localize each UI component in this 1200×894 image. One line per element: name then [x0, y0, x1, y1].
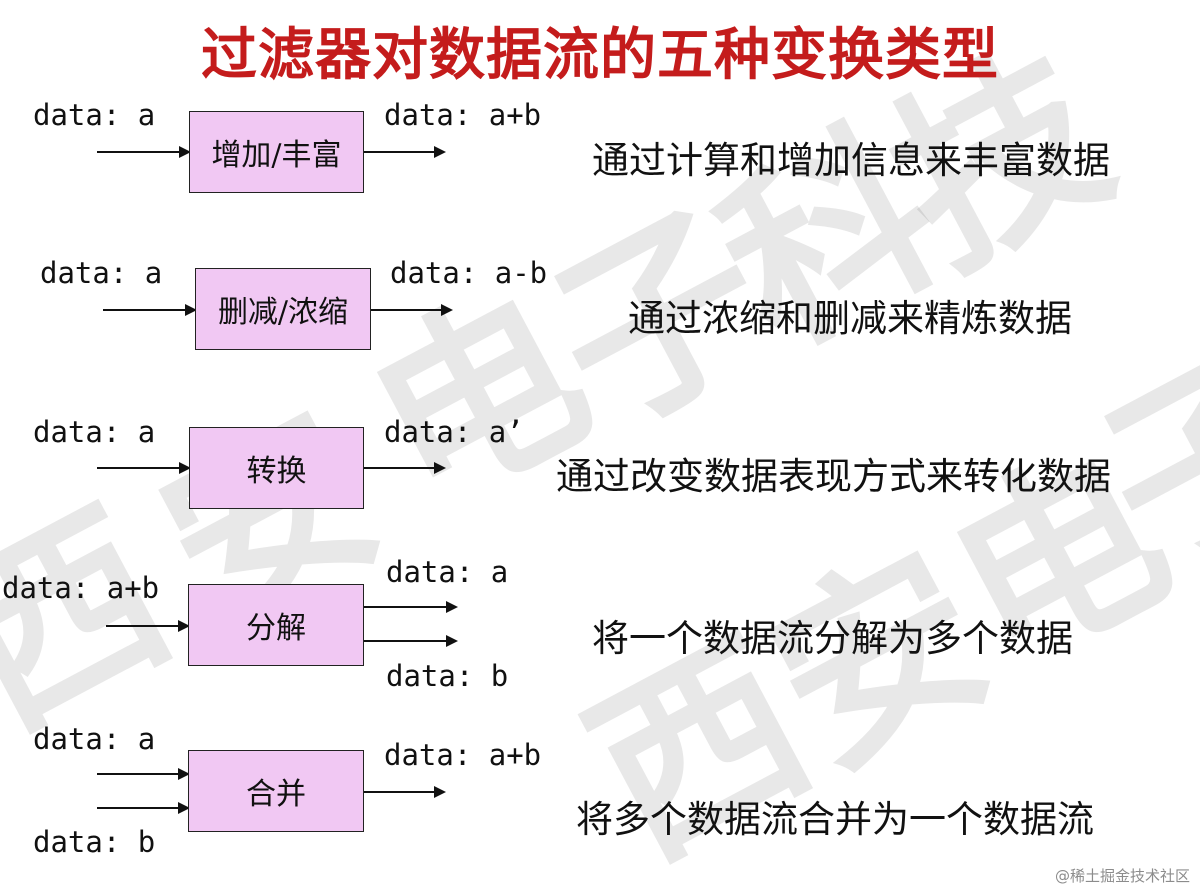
row-description: 将一个数据流分解为多个数据: [592, 617, 1073, 660]
watermark: 安: [736, 508, 1024, 811]
page-title: 过滤器对数据流的五种变换类型: [201, 23, 999, 88]
input-arrow: [106, 620, 190, 632]
output-label: data: a+b: [384, 98, 542, 132]
input-arrow: [97, 768, 190, 780]
input-label: data: a+b: [2, 571, 160, 605]
input-arrow: [97, 146, 191, 158]
input-label: data: a: [33, 98, 156, 132]
watermark: 西: [0, 468, 204, 771]
row-description: 通过浓缩和删减来精炼数据: [628, 297, 1072, 340]
row-description: 通过计算和增加信息来丰富数据: [592, 139, 1110, 182]
output-label: data: a+b: [384, 738, 542, 772]
input-label: data: a: [33, 415, 156, 449]
input-label: data: a: [40, 256, 163, 290]
output-arrow: [364, 786, 446, 798]
input-arrow: [103, 304, 197, 316]
output-label: data: a: [386, 555, 509, 589]
input-arrow: [97, 802, 190, 814]
filter-box-condense: 删减/浓缩: [195, 268, 371, 350]
filter-box-enrich: 增加/丰富: [189, 111, 364, 193]
filter-box-merge: 合并: [188, 750, 364, 832]
input-arrow: [97, 462, 191, 474]
output-label: data: a’: [384, 415, 524, 449]
row-description: 通过改变数据表现方式来转化数据: [556, 455, 1111, 498]
source-credit: @稀土掘金技术社区: [1054, 867, 1190, 885]
output-label: data: a-b: [390, 256, 548, 290]
filter-box-split: 分解: [188, 584, 364, 666]
input-label: data: a: [33, 722, 156, 756]
output-arrow: [364, 635, 458, 647]
output-arrow: [364, 462, 446, 474]
output-label: data: b: [386, 659, 509, 693]
output-arrow: [364, 601, 458, 613]
output-arrow: [364, 146, 446, 158]
filter-box-transform: 转换: [189, 427, 364, 509]
output-arrow: [371, 304, 453, 316]
row-description: 将多个数据流合并为一个数据流: [576, 798, 1094, 841]
input-label: data: b: [33, 825, 156, 859]
